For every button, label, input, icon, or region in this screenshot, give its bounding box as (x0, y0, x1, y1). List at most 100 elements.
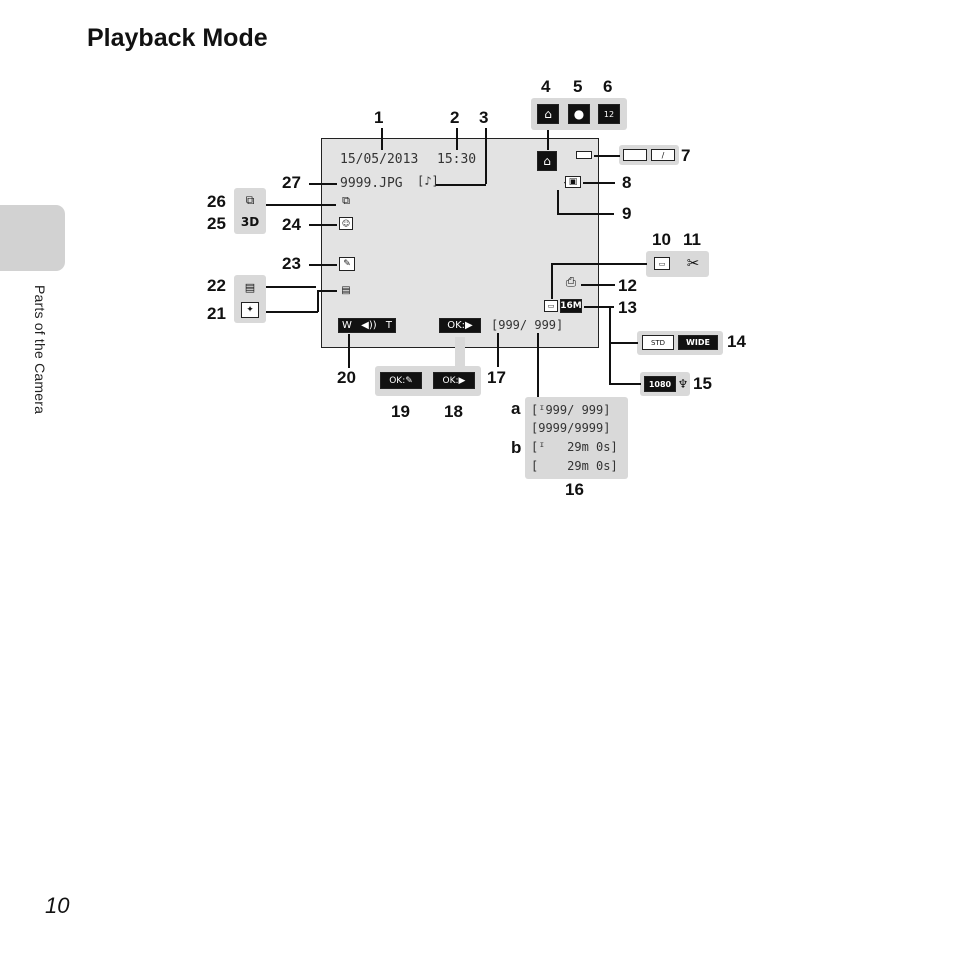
leader-3a (485, 128, 487, 184)
dlighting-icon: ▤ (341, 285, 351, 296)
small-picture-icon: ▭ (544, 300, 558, 312)
leader-24 (309, 224, 337, 226)
volume-w: W (342, 320, 352, 331)
screen-counter-value: 999/ 999 (498, 318, 557, 332)
leader-9a (557, 190, 559, 214)
callout-14: 14 (727, 332, 746, 351)
leader-23 (309, 264, 337, 266)
leader-21a (266, 311, 318, 313)
leader-3b (436, 184, 486, 186)
voice-memo-icon: [♪] (417, 174, 439, 188)
panorama-std-icon: STD (642, 335, 674, 350)
volume-indicator: W ◀)) T (338, 318, 396, 333)
callout-2: 2 (450, 108, 460, 127)
icon-group-25-26 (234, 188, 266, 234)
guide-connector (455, 337, 465, 367)
protect-icon: ⌂ (537, 151, 557, 171)
leader-12 (581, 284, 615, 286)
leader-13-vertical (609, 306, 611, 384)
leader-27 (309, 183, 337, 185)
quick-retouch-icon: ✎ (339, 257, 355, 271)
eye-fi-icon: ▣ (565, 176, 581, 188)
print-order-icon: ⎙ (565, 274, 577, 290)
three-d-icon: 3D (240, 214, 260, 229)
callout-12: 12 (618, 276, 637, 295)
callout-11: 11 (683, 230, 701, 249)
callout-27: 27 (282, 173, 301, 192)
screen-counter: [999/ 999] (491, 318, 564, 332)
callout-22: 22 (207, 276, 226, 295)
callout-23: 23 (282, 254, 301, 273)
counter-b2: [ 29m 0s] (531, 459, 618, 473)
leader-10a (551, 263, 553, 299)
person-icon: ● (568, 104, 590, 124)
callout-19: 19 (391, 402, 410, 421)
filter-effect-icon: ✦ (241, 302, 259, 318)
battery-icon (576, 151, 592, 159)
crop-icon: ✂ (686, 254, 700, 272)
callout-24: 24 (282, 215, 301, 234)
glamour-retouch-icon: ☺ (339, 217, 353, 230)
label-a: a (511, 399, 521, 418)
leader-13 (584, 306, 614, 308)
leader-22 (266, 286, 316, 288)
retouch-guide-ok: OK: (389, 375, 406, 386)
protect-icon-alt: ⌂ (537, 104, 559, 124)
counter-a2-value: 9999/9999 (538, 421, 604, 435)
leader-20 (348, 334, 350, 368)
skin-softening-icon: ▤ (244, 281, 256, 294)
counter-b1: [ᴵ 29m 0s] (531, 440, 618, 454)
monitor-screen (321, 138, 599, 348)
callout-15: 15 (693, 374, 712, 393)
screen-date: 15/05/2013 (340, 152, 419, 167)
volume-t: T (385, 320, 392, 331)
screen-filename: 9999.JPG (340, 176, 403, 191)
callout-4: 4 (541, 77, 551, 96)
callout-26: 26 (207, 192, 226, 211)
callout-10: 10 (652, 230, 671, 249)
label-b: b (511, 438, 522, 457)
section-tab (0, 205, 65, 271)
callout-5: 5 (573, 77, 583, 96)
page-number: 10 (45, 893, 70, 918)
panorama-wide-icon: WIDE (678, 335, 718, 350)
leader-4 (547, 130, 549, 150)
leader-9b (557, 213, 614, 215)
movie-option-icon: 1080 (644, 376, 676, 392)
leader-8 (583, 182, 615, 184)
callout-18: 18 (444, 402, 463, 421)
battery-full-icon (623, 149, 647, 161)
sequence-display-icon: ⧉ (245, 192, 255, 207)
callout-7: 7 (681, 146, 691, 165)
album-icon: 12 (598, 104, 620, 124)
leader-16 (537, 333, 539, 397)
section-tab-label: Parts of the Camera (32, 285, 48, 415)
leader-21c (317, 290, 337, 292)
leader-10b (551, 263, 647, 265)
callout-13: 13 (618, 298, 637, 317)
leader-21b (317, 290, 319, 312)
counter-a1-value: 999/ 999 (545, 403, 604, 417)
callout-16: 16 (565, 480, 584, 499)
leader-15 (609, 383, 641, 385)
counter-group-16 (525, 397, 628, 479)
callout-21: 21 (207, 304, 226, 323)
play-guide-icon: OK:▶ (439, 318, 481, 333)
callout-17: 17 (487, 368, 506, 387)
small-pic-icon: ▭ (654, 257, 670, 270)
leader-14 (609, 342, 638, 344)
leader-26 (266, 204, 336, 206)
retouch-guide-icon: OK:✎ (380, 372, 422, 389)
page-title: Playback Mode (87, 24, 268, 52)
leader-2 (456, 128, 458, 150)
hs-movie-icon: ♆ (677, 377, 689, 391)
callout-8: 8 (622, 173, 632, 192)
play-guide-icon-alt: OK:▶ (433, 372, 475, 389)
callout-9: 9 (622, 204, 632, 223)
leader-17 (497, 333, 499, 367)
image-mode-icon: 16M (560, 299, 582, 313)
callout-3: 3 (479, 108, 489, 127)
leader-7 (594, 155, 620, 157)
callout-1: 1 (374, 108, 384, 127)
counter-a1: [ᴵ999/ 999] (531, 403, 611, 417)
